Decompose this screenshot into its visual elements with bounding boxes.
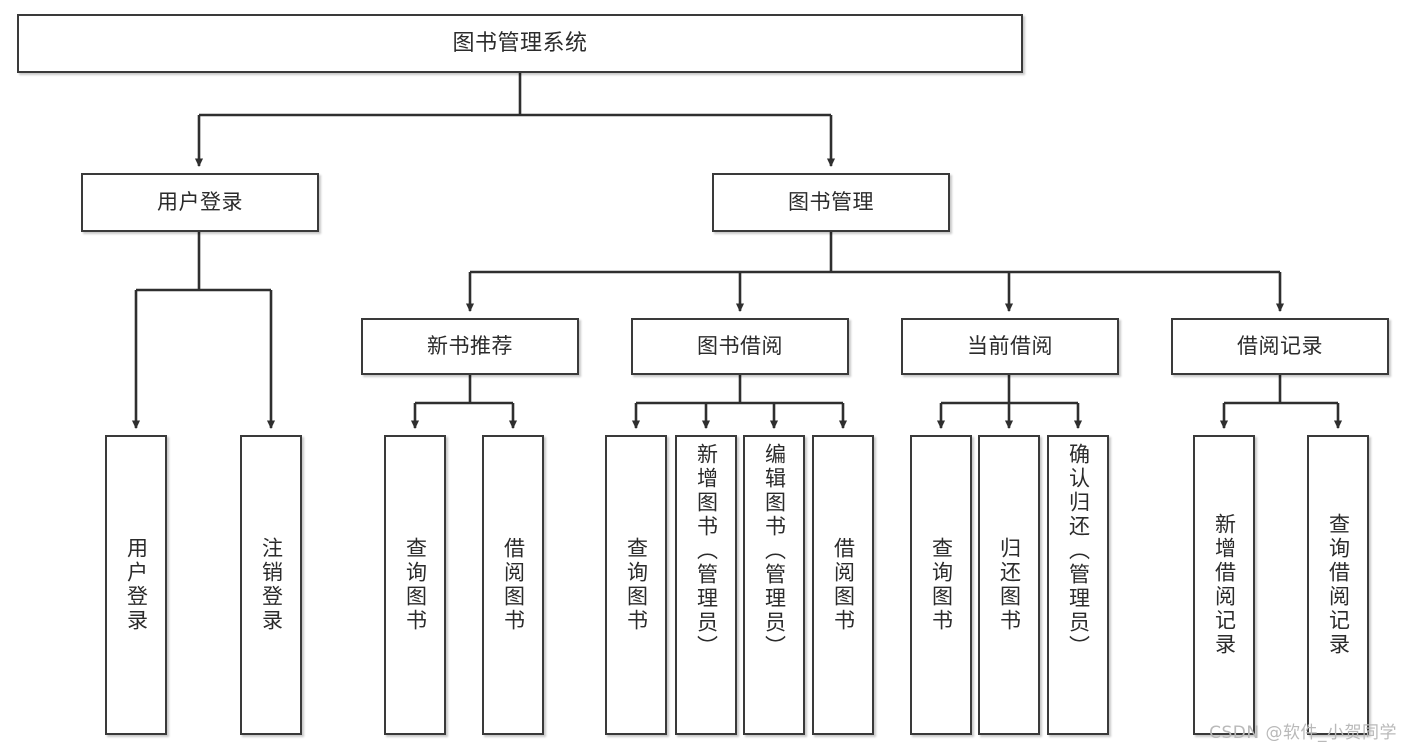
node-label: 图书管理系统 [452,30,588,56]
node-borrow-record[interactable]: 借阅记录 [1171,318,1389,375]
node-leaf-borrow-book-borrow[interactable]: 借阅图书 [812,435,874,735]
node-leaf-edit-book[interactable]: 编辑图书（管理员） [743,435,805,735]
node-new-book-recommend[interactable]: 新书推荐 [361,318,579,375]
node-label: 确认归还（管理员） [1066,443,1091,659]
node-leaf-query-book-current[interactable]: 查询图书 [910,435,972,735]
node-label: 图书借阅 [697,334,783,359]
node-book-manage[interactable]: 图书管理 [712,173,950,232]
node-label: 查询借阅记录 [1326,513,1351,657]
node-leaf-return-book[interactable]: 归还图书 [978,435,1040,735]
node-leaf-query-book-borrow[interactable]: 查询图书 [605,435,667,735]
node-leaf-add-borrow-record[interactable]: 新增借阅记录 [1193,435,1255,735]
node-leaf-confirm-return[interactable]: 确认归还（管理员） [1047,435,1109,735]
node-label: 注销登录 [259,537,284,633]
node-label: 编辑图书（管理员） [762,443,787,659]
node-label: 查询图书 [403,537,428,633]
node-leaf-add-book[interactable]: 新增图书（管理员） [675,435,737,735]
node-root-system[interactable]: 图书管理系统 [17,14,1023,73]
node-leaf-query-borrow-record[interactable]: 查询借阅记录 [1307,435,1369,735]
node-label: 图书管理 [788,190,874,215]
watermark-text: CSDN @软件_小贺同学 [1209,723,1397,743]
node-label: 新增图书（管理员） [694,443,719,659]
node-book-borrow[interactable]: 图书借阅 [631,318,849,375]
node-leaf-user-login[interactable]: 用户登录 [105,435,167,735]
node-label: 借阅图书 [831,537,856,633]
node-label: 用户登录 [157,190,243,215]
node-leaf-borrow-book-recommend[interactable]: 借阅图书 [482,435,544,735]
node-label: 归还图书 [997,537,1022,633]
node-label: 查询图书 [929,537,954,633]
node-label: 借阅记录 [1237,334,1323,359]
node-user-login[interactable]: 用户登录 [81,173,319,232]
node-label: 当前借阅 [967,334,1053,359]
node-leaf-logout[interactable]: 注销登录 [240,435,302,735]
node-current-borrow[interactable]: 当前借阅 [901,318,1119,375]
node-leaf-query-book-recommend[interactable]: 查询图书 [384,435,446,735]
node-label: 新书推荐 [427,334,513,359]
node-label: 新增借阅记录 [1212,513,1237,657]
node-label: 借阅图书 [501,537,526,633]
node-label: 查询图书 [624,537,649,633]
node-label: 用户登录 [124,537,149,633]
